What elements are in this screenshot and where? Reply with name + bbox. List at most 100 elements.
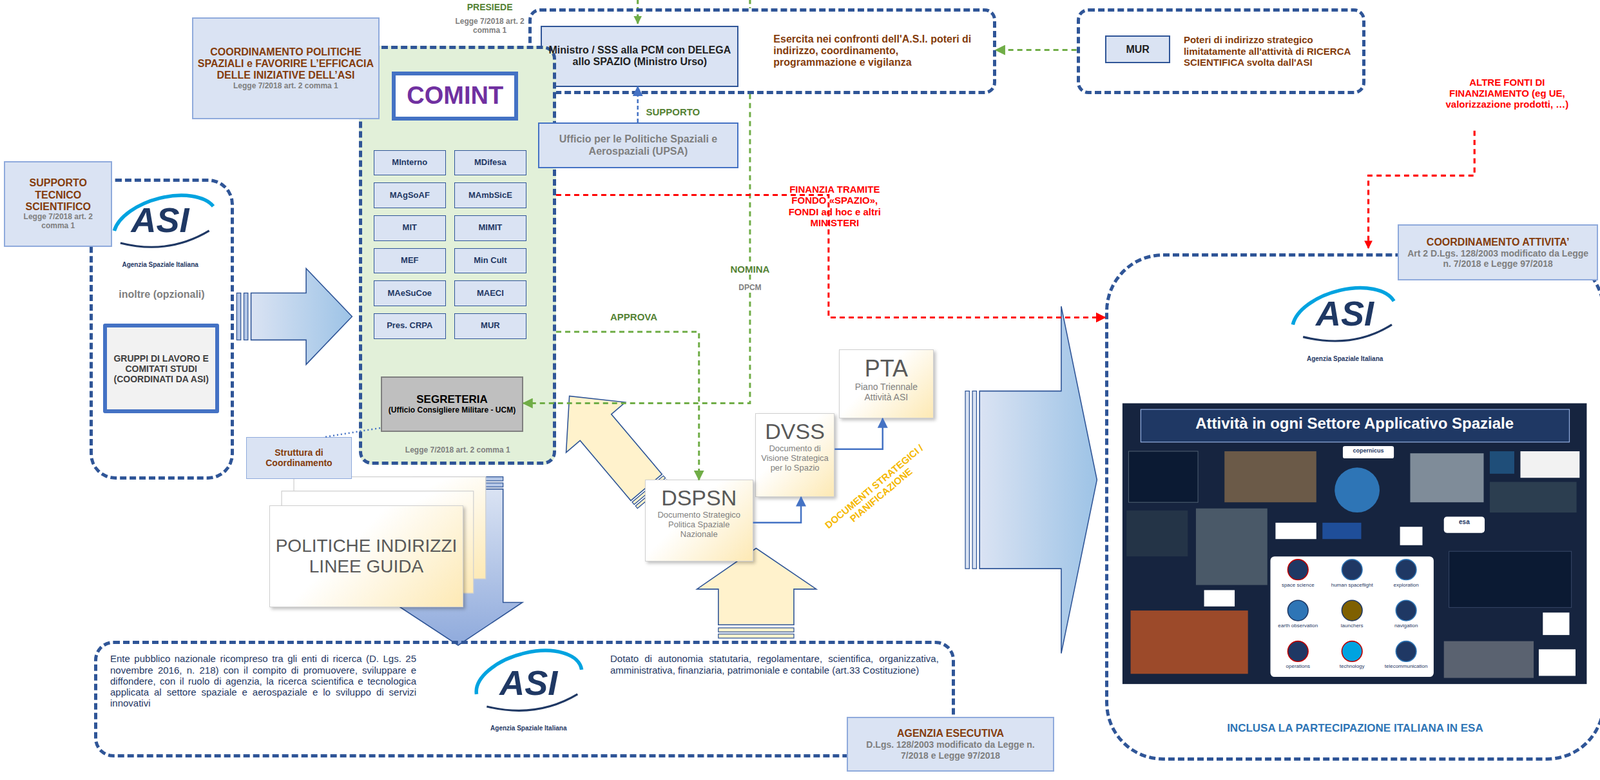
- annotation: navigation: [1379, 622, 1433, 629]
- sector-icon: [1287, 599, 1309, 621]
- annotation: esa: [1445, 518, 1483, 526]
- photo: [1334, 467, 1380, 513]
- photo: [1195, 508, 1268, 586]
- node-text: PTA: [864, 355, 908, 382]
- panel-title-bar: [1140, 409, 1570, 443]
- annotation: exploration: [1379, 581, 1433, 588]
- node-text: COMINT: [406, 81, 504, 111]
- ministry-box: MDifesa: [454, 150, 527, 176]
- node-text: Poteri di indirizzo strategico limitatam…: [1183, 34, 1355, 68]
- role-box: COORDINAMENTO POLITICHE SPAZIALI e FAVOR…: [192, 17, 380, 120]
- arrow-stripe: [965, 391, 970, 569]
- node-text: MUR: [480, 320, 501, 331]
- sector-icon: [1287, 641, 1309, 662]
- photo-panel: [1122, 403, 1588, 685]
- edge-label: SUPPORTO: [645, 106, 718, 118]
- annotation: earth observation: [1271, 622, 1325, 629]
- photo: [1128, 451, 1198, 502]
- block-arrow: [251, 268, 353, 365]
- node-text: COORDINAMENTO ATTIVITA’: [1426, 236, 1570, 249]
- annotation: DPCM: [732, 283, 768, 293]
- logo-tile: [1520, 451, 1580, 478]
- photo: [1444, 641, 1534, 678]
- node-text: DVSS: [764, 418, 825, 444]
- connector: [834, 418, 883, 450]
- annotation: operations: [1271, 663, 1325, 669]
- ministry-box: MUR: [1105, 35, 1171, 64]
- photo: [1130, 610, 1249, 674]
- logo-tile: [1342, 445, 1394, 459]
- ministry-box: MIT: [373, 215, 446, 241]
- connector: [556, 331, 700, 481]
- document-stack: POLITICHE INDIRIZZI LINEE GUIDA: [269, 505, 464, 608]
- ministry-box: MUR: [454, 313, 527, 339]
- annotation: human spaceflight: [1325, 581, 1379, 588]
- logo-tile: [1538, 648, 1576, 676]
- node-text: SEGRETERIA: [416, 393, 488, 406]
- photo: [1224, 451, 1317, 502]
- node-subtext: Piano Triennale Attività ASI: [843, 381, 930, 403]
- node-text: Struttura di Coordinamento: [250, 447, 348, 468]
- ministry-box: MAeSuCoe: [373, 280, 446, 307]
- annotation: copernicus: [1342, 447, 1394, 454]
- node-text: inoltre (opzionali): [118, 288, 205, 301]
- node-subtext: (Ufficio Consigliere Militare - UCM): [388, 405, 516, 415]
- node-text: SUPPORTO TECNICO SCIENTIFICO: [9, 177, 107, 213]
- annotation: Agenzia Spaziale Italiana: [472, 724, 585, 733]
- ministry-box: MIMIT: [454, 215, 527, 241]
- arrow-stripe: [972, 391, 977, 569]
- node-subtext: Legge 7/2018 art. 2 comma 1: [233, 81, 339, 91]
- presiede-line: [636, 0, 639, 24]
- node-text: MAmbSicE: [468, 190, 513, 201]
- minister-box: Ministro / SSS alla PCM con DELEGA allo …: [540, 25, 739, 87]
- logo-tile: [1204, 589, 1236, 606]
- secretariat-box: SEGRETERIA(Ufficio Consigliere Militare …: [380, 376, 524, 432]
- sector-icon: [1395, 559, 1417, 580]
- node-text: Min Cult: [473, 255, 507, 266]
- nomina-line: [748, 0, 751, 9]
- ministry-box: MAmbSicE: [454, 182, 527, 209]
- node-text: MAeSuCoe: [387, 288, 432, 299]
- block-arrow: [979, 306, 1097, 653]
- annotation: space science: [1271, 581, 1325, 588]
- node-text: POLITICHE INDIRIZZI LINEE GUIDA: [273, 535, 459, 577]
- annotation: Agenzia Spaziale Italiana: [104, 260, 217, 269]
- annotation: technology: [1325, 663, 1379, 669]
- node-text: GRUPPI DI LAVORO E COMITATI STUDI (COORD…: [110, 353, 213, 385]
- node-text: Ente pubblico nazionale ricompreso tra g…: [110, 652, 417, 709]
- logo-tile: [1275, 522, 1316, 539]
- node-text: DSPSN: [661, 485, 737, 511]
- arrow-stripe: [718, 634, 794, 638]
- node-text: AGENZIA ESECUTIVA: [896, 727, 1004, 740]
- node-text: Esercita nei confronti dell'A.S.I. poter…: [773, 33, 984, 69]
- ministry-box: MInterno: [373, 150, 446, 176]
- sector-icon: [1341, 559, 1363, 580]
- connector: [523, 94, 751, 404]
- working-group-box: GRUPPI DI LAVORO E COMITATI STUDI (COORD…: [103, 323, 220, 414]
- node-subtext: Documento di Visione Strategica per lo S…: [759, 443, 831, 473]
- annotation: Legge 7/2018 art. 2 comma 1: [453, 17, 527, 36]
- annotation: ALTRE FONTI DI FINANZIAMENTO (eg UE, val…: [1435, 76, 1579, 111]
- arrow-stripe: [243, 293, 248, 341]
- role-box: COORDINAMENTO ATTIVITA’Art 2 D.Lgs. 128/…: [1397, 224, 1598, 281]
- annotation: ASI: [108, 202, 211, 238]
- logo-tile: [1444, 516, 1485, 533]
- node-subtext: Art 2 D.Lgs. 128/2003 modificato da Legg…: [1402, 248, 1593, 269]
- sector-icon: [1395, 641, 1417, 662]
- node-text: MDifesa: [474, 157, 507, 168]
- edge-label: APPROVA: [610, 311, 682, 323]
- annotation: DOCUMENTI STRATEGICI / PIANIFICAZIONE: [817, 438, 938, 544]
- logo-tile: [1489, 451, 1515, 474]
- arrow-stripe: [718, 627, 794, 632]
- office-box: Ufficio per le Politiche Spaziali e Aero…: [538, 122, 740, 169]
- annotation: launchers: [1325, 622, 1379, 629]
- logo-tile: [1400, 526, 1423, 546]
- document-page: DSPSNDocumento Strategico Politica Spazi…: [645, 479, 754, 562]
- annotation: PRESIEDE: [454, 1, 526, 13]
- role-box: SUPPORTO TECNICO SCIENTIFICOLegge 7/2018…: [3, 161, 113, 247]
- sector-icon: [1395, 599, 1417, 621]
- node-text: MEF: [400, 255, 419, 266]
- node-text: MInterno: [391, 157, 428, 168]
- logo-tile: [1542, 612, 1570, 635]
